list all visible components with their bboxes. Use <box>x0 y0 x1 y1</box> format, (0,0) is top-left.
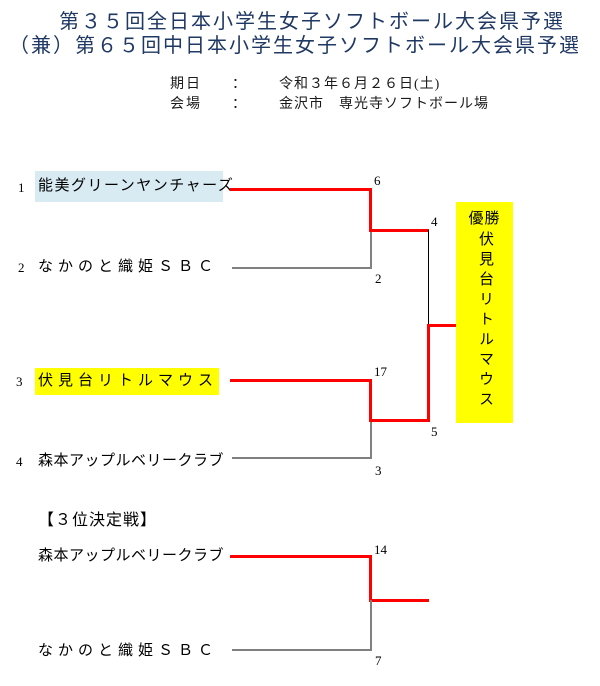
date-value: 令和３年６月２６日(土) <box>279 77 441 92</box>
bracket-connector-sf1-gray <box>370 230 372 269</box>
seed-number-1: 1 <box>18 180 25 195</box>
venue-separator: ： <box>232 97 246 112</box>
third-place-heading: 【３位決定戦】 <box>38 512 158 529</box>
champion-label: 優勝 <box>468 211 501 227</box>
tournament-title-line1: 第３５回全日本小学生女子ソフトボール大会県予選 <box>59 11 565 33</box>
team-name-morimoto-apple: 森本アップルベリークラブ <box>38 453 225 469</box>
score-third-place-winner: 14 <box>374 542 387 557</box>
seed-number-2: 2 <box>18 260 25 275</box>
seed-number-4: 4 <box>16 454 23 469</box>
tournament-title-line2: （兼）第６５回中日本小学生女子ソフトボール大会県予選 <box>9 35 581 57</box>
bracket-connector-final-red <box>427 324 430 422</box>
third-place-line-advance <box>369 599 429 602</box>
score-sf2-loser: 3 <box>375 463 382 478</box>
venue-row: 会場 ： 金沢市 専光寺ソフトボール場 <box>170 93 489 113</box>
bracket-connector-sf2-red <box>369 379 372 422</box>
venue-label: 会場 <box>170 97 202 112</box>
score-sf2-winner: 17 <box>374 364 387 379</box>
bracket-connector-sf1-red <box>369 188 372 232</box>
third-place-connector-red <box>369 555 372 602</box>
bracket-line-team3-winner <box>230 379 372 382</box>
date-separator: ： <box>232 77 246 92</box>
champion-team-name: 伏見台リトルマウス <box>477 231 493 411</box>
score-third-place-loser: 7 <box>375 653 382 668</box>
bracket-line-team1-winner <box>230 188 372 191</box>
third-place-team-nakanoto: なかのと織姫ＳＢＣ <box>38 643 219 659</box>
third-place-team-morimoto: 森本アップルベリークラブ <box>38 548 225 564</box>
bracket-line-team2-loser <box>232 267 372 269</box>
bracket-line-sf1-advance <box>369 229 429 232</box>
seed-number-3: 3 <box>16 374 23 389</box>
bracket-line-champion <box>427 324 456 327</box>
score-sf1-winner: 6 <box>374 173 381 188</box>
third-place-line-loser <box>232 649 372 651</box>
third-place-connector-gray <box>370 600 372 651</box>
date-label: 期日 <box>170 77 202 92</box>
score-sf1-loser: 2 <box>375 271 382 286</box>
bracket-connector-sf2-gray <box>370 420 372 459</box>
bracket-line-sf2-advance <box>369 419 429 422</box>
champion-box: 優勝 伏見台リトルマウス <box>456 202 513 423</box>
team-name-fushimidai: 伏見台リトルマウス <box>35 368 219 395</box>
score-final-top: 4 <box>431 214 438 229</box>
score-final-bottom: 5 <box>431 424 438 439</box>
venue-value: 金沢市 専光寺ソフトボール場 <box>279 97 489 112</box>
bracket-connector-final-black <box>428 230 429 326</box>
bracket-line-team4-loser <box>232 457 372 459</box>
date-row: 期日 ： 令和３年６月２６日(土) <box>170 73 440 93</box>
team-name-nakanoto-sbc: なかのと織姫ＳＢＣ <box>38 259 219 275</box>
third-place-line-winner <box>230 555 372 558</box>
team-name-nomi-green: 能美グリーンヤンチャーズ <box>35 171 233 202</box>
